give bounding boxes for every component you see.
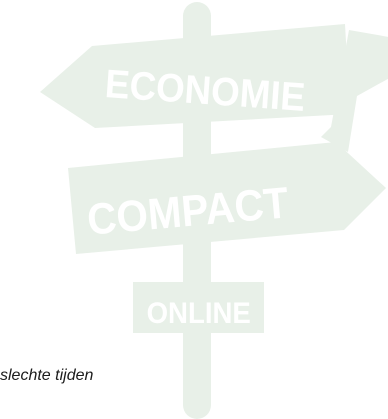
sign-middle-board <box>68 142 386 254</box>
caption-text: slechte tijden <box>0 367 94 384</box>
sign-bottom-board <box>133 282 264 333</box>
sign-bottom-label: ONLINE <box>147 297 251 330</box>
sign-top-board <box>40 24 350 128</box>
sign-top-arrow <box>321 30 388 152</box>
